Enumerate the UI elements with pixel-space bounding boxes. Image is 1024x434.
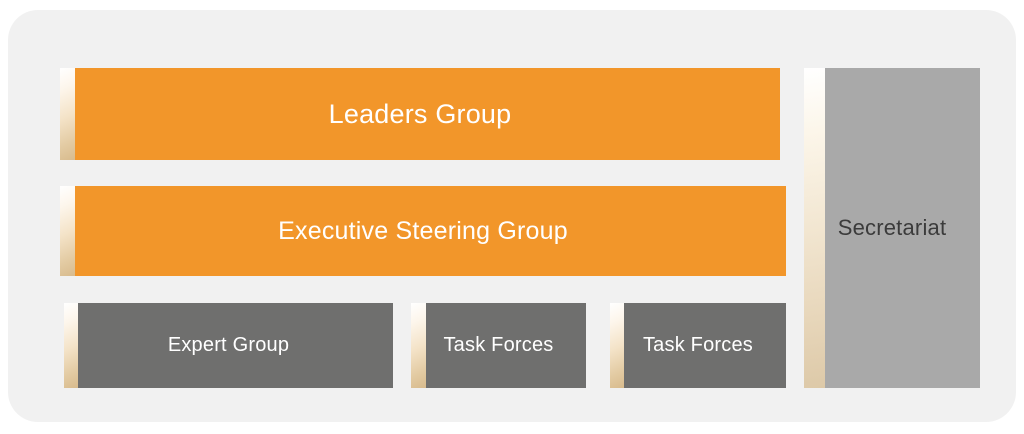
block-expert-group[interactable]: Expert Group (64, 303, 393, 388)
diagram-panel: Leaders Group Executive Steering Group E… (8, 10, 1016, 422)
block-face (624, 303, 786, 388)
block-label-task-forces-2: Task Forces (642, 334, 753, 356)
block-edge-highlight (804, 68, 825, 388)
block-edge-highlight (60, 68, 75, 160)
block-edge-highlight (60, 186, 75, 276)
block-face (825, 68, 980, 388)
block-face (78, 303, 393, 388)
block-edge-highlight (64, 303, 78, 388)
block-secretariat[interactable]: Secretariat (804, 68, 980, 388)
block-edge-highlight (610, 303, 624, 388)
block-edge-highlight (411, 303, 426, 388)
block-label-leaders-group: Leaders Group (328, 98, 512, 129)
block-leaders-group[interactable]: Leaders Group (60, 68, 780, 160)
block-face (75, 186, 786, 276)
block-face (75, 68, 780, 160)
block-face (426, 303, 586, 388)
block-label-expert-group: Expert Group (167, 334, 290, 356)
block-task-forces-1[interactable]: Task Forces (411, 303, 586, 388)
block-executive-steering-group[interactable]: Executive Steering Group (60, 186, 786, 276)
block-label-executive-steering-group: Executive Steering Group (278, 216, 568, 245)
block-label-secretariat: Secretariat (837, 215, 947, 240)
block-task-forces-2[interactable]: Task Forces (610, 303, 786, 388)
block-label-task-forces-1: Task Forces (443, 334, 554, 356)
